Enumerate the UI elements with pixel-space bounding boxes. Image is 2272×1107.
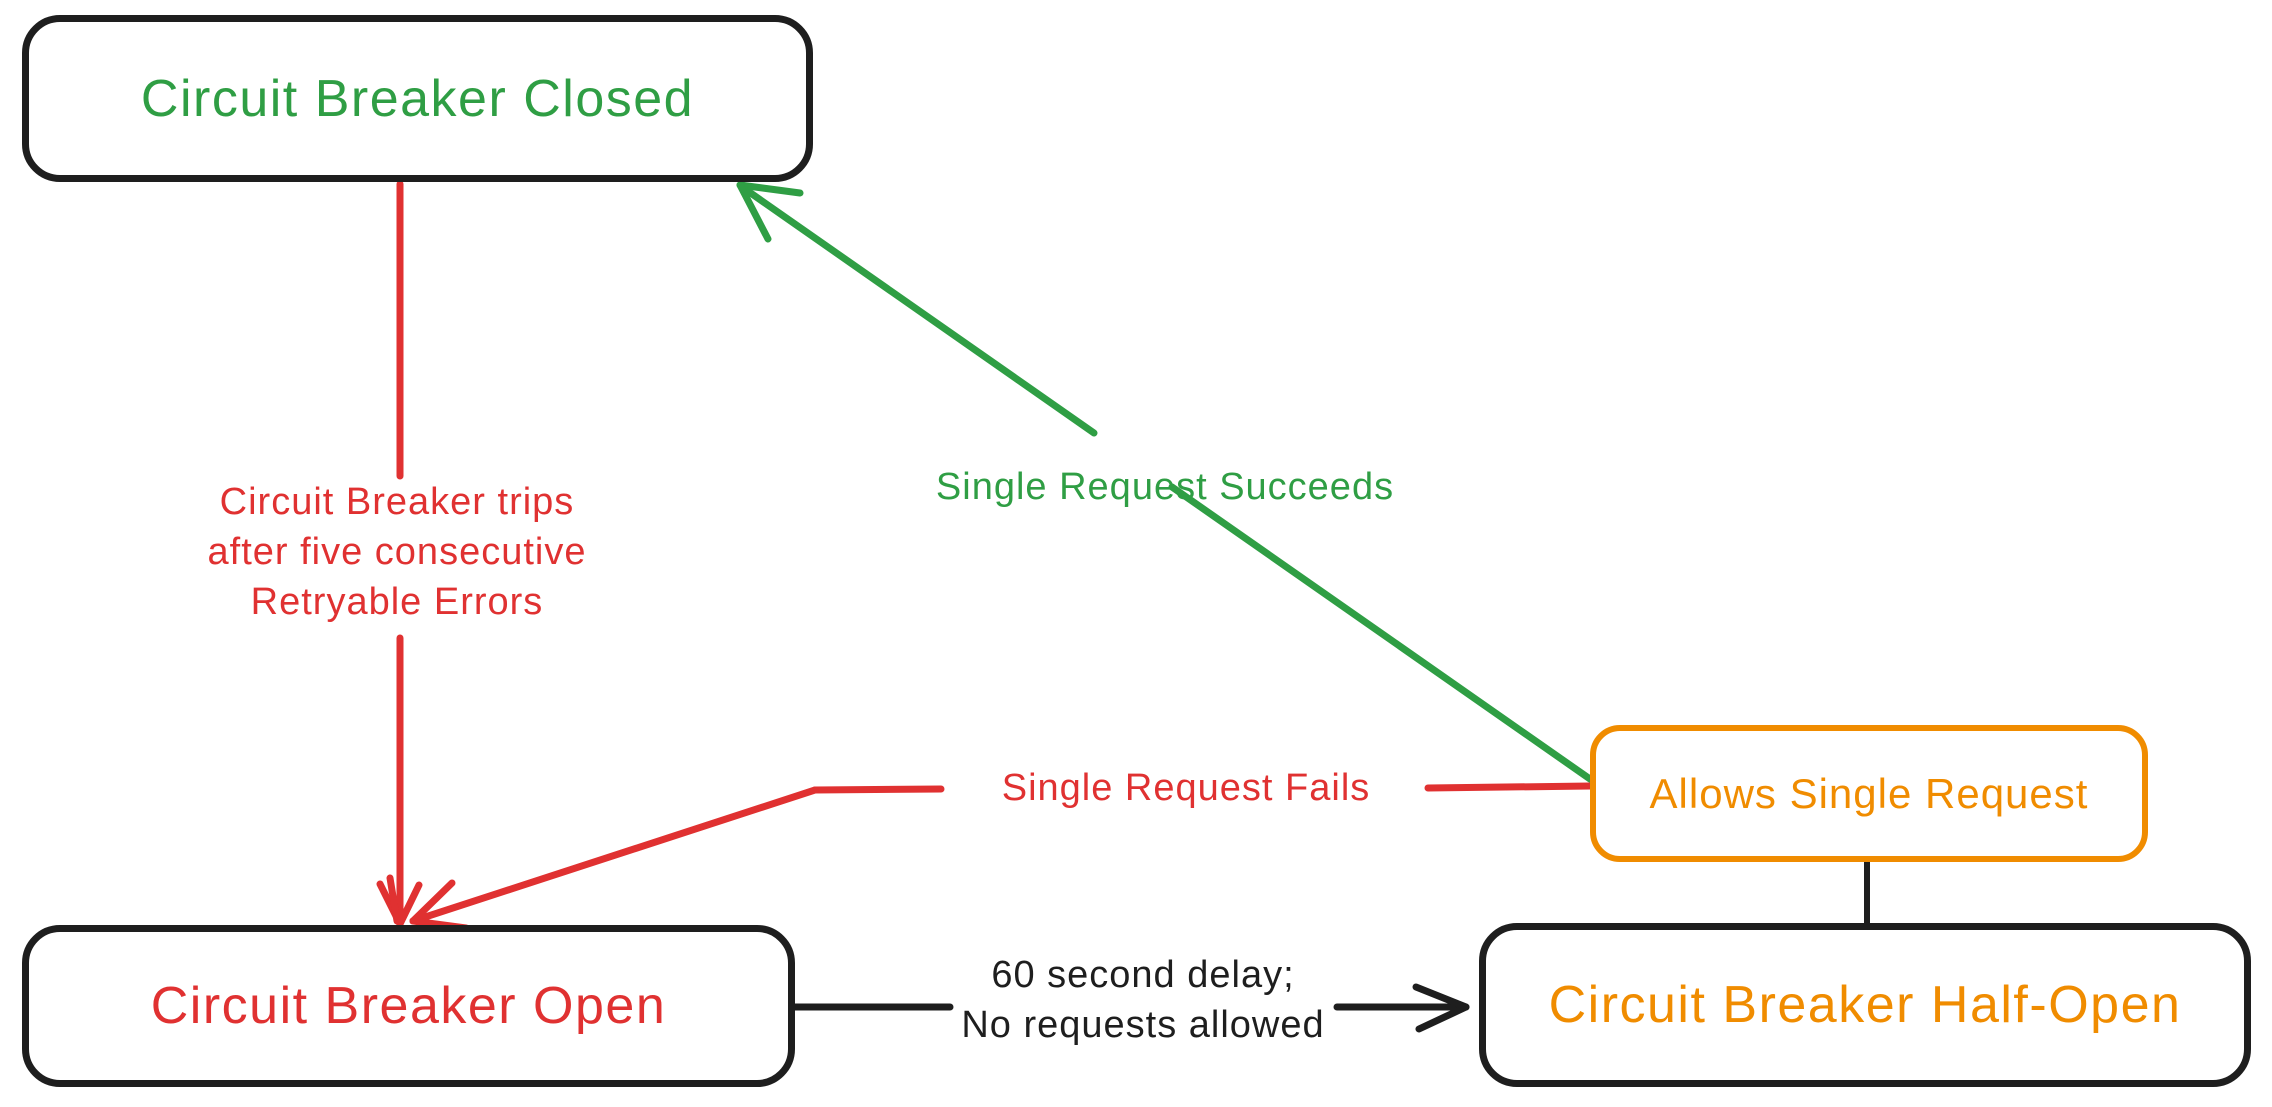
state-open-label: Circuit Breaker Open bbox=[150, 977, 667, 1035]
state-open-box: Circuit Breaker Open bbox=[22, 925, 795, 1087]
state-closed-label: Circuit Breaker Closed bbox=[140, 69, 695, 128]
edge-trips-label-line2: after five consecutive bbox=[207, 531, 587, 573]
edge-delay-label: 60 second delay; No requests allowed bbox=[961, 950, 1324, 1050]
state-half-open-box: Circuit Breaker Half-Open bbox=[1479, 923, 2251, 1087]
edge-trips-label: Circuit Breaker trips after five consecu… bbox=[208, 477, 587, 627]
state-closed-box: Circuit Breaker Closed bbox=[22, 15, 813, 182]
edge-delay-label-line1: 60 second delay; bbox=[991, 954, 1295, 996]
edge-succeeds-label: Single Request Succeeds bbox=[935, 466, 1395, 508]
allows-single-request-box: Allows Single Request bbox=[1590, 725, 2148, 862]
edge-fails-arrow bbox=[409, 782, 1594, 932]
edge-delay-arrow bbox=[791, 983, 1470, 1033]
edge-delay-label-line2: No requests allowed bbox=[961, 1004, 1325, 1046]
allows-single-request-label: Allows Single Request bbox=[1649, 769, 2089, 817]
edge-trips-arrow bbox=[376, 180, 423, 928]
edge-trips-label-line3: Retryable Errors bbox=[250, 581, 544, 623]
edge-trips-label-line1: Circuit Breaker trips bbox=[219, 481, 575, 523]
edge-succeeds-arrow bbox=[736, 181, 1594, 783]
state-half-open-label: Circuit Breaker Half-Open bbox=[1548, 976, 2182, 1034]
edge-fails-label: Single Request Fails bbox=[1001, 767, 1371, 809]
